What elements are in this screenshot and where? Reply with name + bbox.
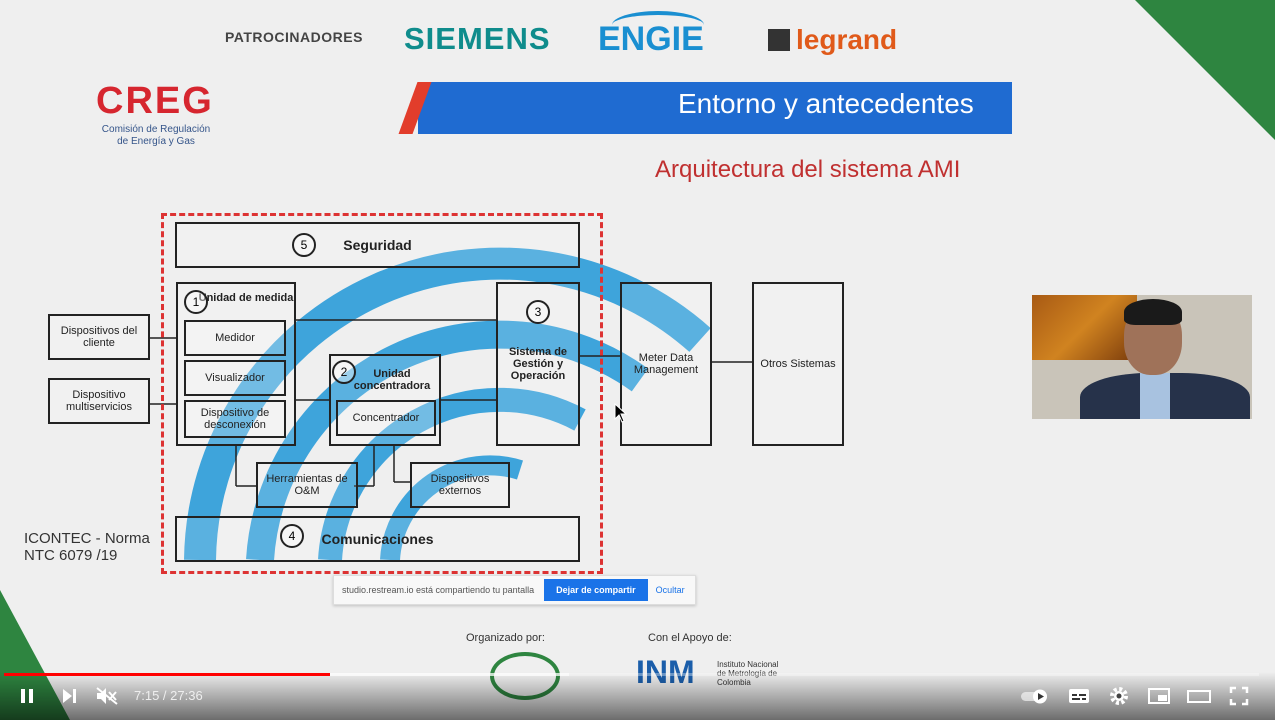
player-controls [0,672,1275,720]
pause-icon [21,689,33,703]
presenter-hair [1124,299,1182,325]
client-devices-box: Dispositivos del cliente [48,314,150,360]
engie-logo: ENGIE [598,20,704,58]
security-box: Seguridad [175,222,580,268]
security-label: Seguridad [343,237,412,253]
om-tools-box: Herramientas de O&M [256,462,358,508]
creg-logo: CREG [96,80,214,122]
display-box: Visualizador [184,360,286,396]
fullscreen-button[interactable] [1226,685,1252,707]
meter-data-management-box: Meter Data Management [620,282,712,446]
disconnect-device-box: Dispositivo de desconexión [184,400,286,438]
slide-title-bar [398,82,1012,134]
measurement-unit-number: 1 [184,290,208,314]
presenter-video [1032,295,1252,419]
sponsors-label: PATROCINADORES [225,29,363,45]
subtitles-button[interactable] [1066,685,1092,707]
communications-box: Comunicaciones [175,516,580,562]
support-label: Con el Apoyo de: [648,632,732,644]
screen-share-bar: studio.restream.io está compartiendo tu … [333,575,696,605]
autoplay-toggle[interactable] [1020,685,1050,707]
management-system-number: 3 [526,300,550,324]
mouse-cursor-icon [614,403,628,423]
time-display: 7:15 / 27:36 [134,688,203,703]
slide-title: Entorno y antecedentes [678,88,974,119]
progress-bar[interactable] [4,673,1259,676]
autoplay-icon [1021,689,1047,704]
pause-button[interactable] [14,685,40,707]
ami-boundary [161,213,603,574]
source-note: ICONTEC - Norma NTC 6079 /19 [24,530,150,564]
concentrator-unit-label: Unidad concentradora [353,368,431,392]
external-devices-box: Dispositivos externos [410,462,510,508]
legrand-mark-icon [768,29,790,51]
engie-logo-arc [612,11,704,39]
legrand-logo-text: legrand [796,24,898,55]
management-system-label: Sistema de Gestión y Operación [508,346,568,382]
siemens-logo: SIEMENS [404,21,551,56]
miniplayer-button[interactable] [1146,685,1172,707]
volume-muted-icon [96,687,118,705]
corner-decoration-top-right [1135,0,1275,140]
meter-box: Medidor [184,320,286,356]
gear-icon [1110,687,1128,705]
security-number: 5 [292,233,316,257]
background-painting [1032,295,1137,360]
theater-mode-button[interactable] [1186,685,1212,707]
theater-mode-icon [1187,690,1211,703]
fullscreen-icon [1229,686,1249,706]
slide-subtitle: Arquitectura del sistema AMI [655,156,961,183]
communications-label: Comunicaciones [321,531,434,547]
subtitles-icon [1069,689,1089,703]
organized-by-label: Organizado por: [466,632,545,644]
legrand-logo: legrand [768,24,897,56]
concentrator-box: Concentrador [336,400,436,436]
share-message: studio.restream.io está compartiendo tu … [342,585,535,595]
progress-played [4,673,331,676]
next-icon [63,689,76,703]
concentrator-unit-number: 2 [332,360,356,384]
presenter-shirt [1140,373,1170,419]
hide-link[interactable]: Ocultar [655,585,685,595]
communications-number: 4 [280,524,304,548]
multiservice-device-box: Dispositivo multiservicios [48,378,150,424]
mute-button[interactable] [94,685,120,707]
settings-button[interactable] [1106,685,1132,707]
measurement-unit-label: Unidad de medida [198,292,294,304]
creg-subtitle: Comisión de Regulación de Energía y Gas [101,124,211,147]
miniplayer-icon [1148,688,1170,704]
next-button[interactable] [56,685,82,707]
stop-sharing-button[interactable]: Dejar de compartir [544,579,648,601]
other-systems-box: Otros Sistemas [752,282,844,446]
